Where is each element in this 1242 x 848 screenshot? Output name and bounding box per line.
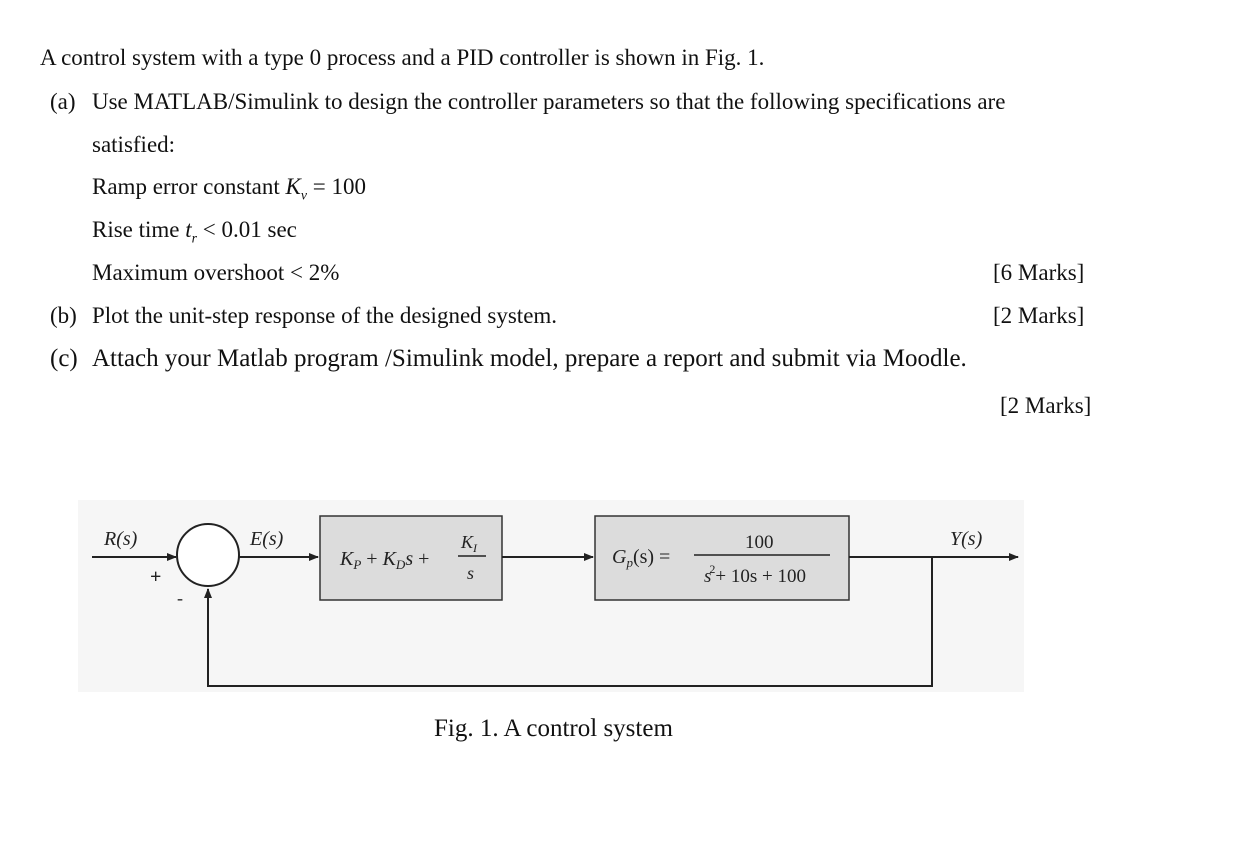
controller-block: [319, 515, 503, 601]
output-label: Y(s): [950, 528, 983, 550]
part-c-line: (c) Attach your Matlab program /Simulink …: [50, 345, 967, 373]
spec-rise-time-prefix: Rise time: [92, 217, 186, 242]
plant-g-arg: (s) =: [633, 546, 670, 568]
controller-kd-sub: D: [395, 557, 406, 572]
controller-kp-sub: P: [352, 557, 361, 572]
summing-junction: [176, 523, 240, 587]
spec-ramp-error-sub: v: [300, 187, 307, 203]
minus-sign: -: [177, 588, 183, 608]
plant-den-exp: 2: [709, 562, 715, 576]
part-a-text-line1: Use MATLAB/Simulink to design the contro…: [92, 89, 1006, 114]
part-a-marks: [6 Marks]: [993, 260, 1085, 285]
spec-rise-time-sub: r: [191, 230, 198, 246]
controller-plus2: +: [413, 548, 429, 570]
feedback-path: [204, 557, 933, 687]
part-c-marks: [2 Marks]: [1000, 393, 1092, 418]
plant-den-rest: + 10s + 100: [715, 566, 806, 587]
spec-rise-time-var: t: [185, 217, 192, 242]
figure-caption: Fig. 1. A control system: [434, 715, 673, 742]
part-a-label: (a): [50, 89, 76, 114]
part-b-marks: [2 Marks]: [993, 303, 1085, 328]
spec-ramp-error-value: = 100: [307, 174, 366, 199]
part-b-line: (b) Plot the unit-step response of the de…: [50, 302, 557, 330]
plus-sign: +: [150, 566, 161, 588]
controller-kd: K: [382, 548, 398, 570]
controller-ki-denominator: s: [467, 563, 474, 583]
plant-numerator: 100: [745, 532, 774, 553]
part-b-text: Plot the unit-step response of the desig…: [92, 303, 558, 328]
part-c-label: (c): [50, 345, 78, 372]
error-label: E(s): [249, 528, 284, 550]
intro-text: A control system with a type 0 process a…: [40, 45, 765, 70]
part-c-text: Attach your Matlab program /Simulink mod…: [92, 345, 967, 372]
controller-expression: KP + KDs +: [339, 548, 429, 572]
controller-ki-sub: I: [472, 541, 478, 555]
part-a-line1: (a) Use MATLAB/Simulink to design the con…: [50, 88, 1005, 116]
controller-plus1: +: [361, 548, 382, 570]
controller-kd-var: s: [405, 548, 413, 570]
part-a-line2: satisfied:: [92, 131, 175, 159]
spec-overshoot: Maximum overshoot < 2%: [92, 260, 340, 285]
plant-block: [594, 515, 850, 601]
plant-lhs: Gp(s) =: [612, 546, 670, 570]
spec-ramp-error-prefix: Ramp error constant: [92, 174, 286, 199]
input-label: R(s): [103, 528, 138, 550]
part-b-label: (b): [50, 303, 77, 328]
plant-den-s: s: [704, 566, 711, 587]
diagram-background: [78, 500, 1024, 692]
controller-ki: K: [460, 532, 474, 552]
plant-denominator: s2+ 10s + 100: [704, 562, 806, 587]
plant-g-sub: p: [625, 555, 633, 570]
controller-kp: K: [339, 548, 355, 570]
part-a-text-line2: satisfied:: [92, 132, 176, 157]
plant-g: G: [612, 546, 627, 568]
spec-rise-time-value: < 0.01 sec: [197, 217, 297, 242]
spec-rise-time: Rise time tr < 0.01 sec: [92, 216, 297, 246]
spec-ramp-error-var: K: [285, 174, 301, 199]
controller-ki-numerator: KI: [460, 532, 478, 555]
spec-ramp-error: Ramp error constant Kv = 100: [92, 173, 366, 203]
